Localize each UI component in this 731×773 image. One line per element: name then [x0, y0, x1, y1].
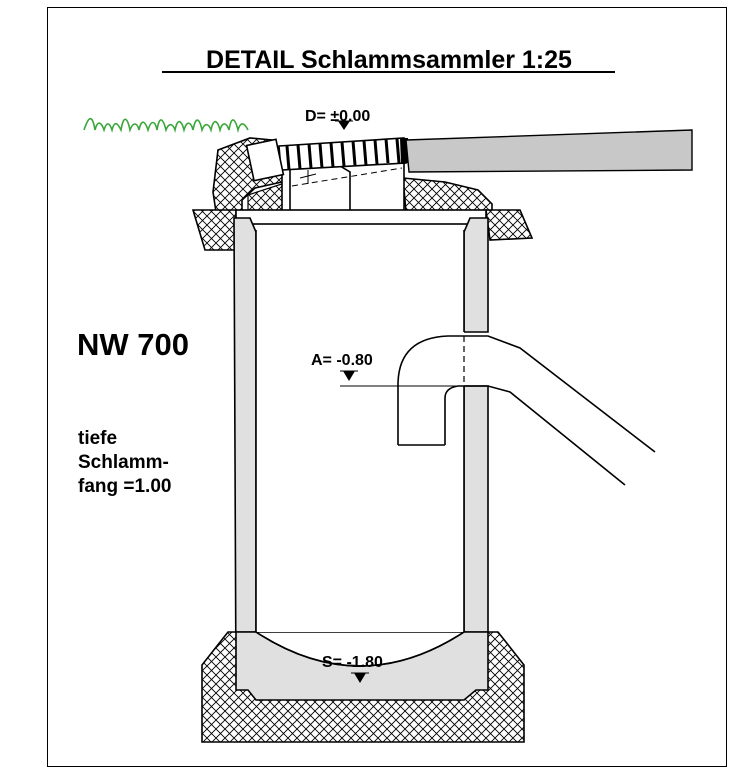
level-label-cover: D= ±0.00: [305, 108, 370, 125]
sump-inner: [256, 230, 464, 632]
paving-slab: [405, 129, 693, 173]
tilted-block: [245, 138, 285, 182]
top-slab: [235, 209, 487, 225]
depth-note-line-1: tiefe: [78, 428, 117, 449]
level-mark-bottom: [351, 672, 369, 683]
level-label-outlet: A= -0.80: [311, 352, 373, 369]
level-label-bottom: S= -1.80: [322, 654, 383, 671]
hidden-line-1: [291, 167, 403, 187]
top-right-surround: [402, 177, 493, 213]
level-mark-cover: [335, 120, 353, 130]
sump-arc: [255, 631, 465, 667]
drawing-title: DETAIL Schlammsammler 1:25: [206, 46, 572, 74]
shaft-wall-right-upper: [463, 217, 489, 333]
grass-symbol: [83, 117, 249, 134]
top-ring-hatch-right: [485, 209, 534, 241]
top-ring-hatch: [191, 209, 237, 251]
depth-note-line-3: fang =1.00: [78, 476, 171, 497]
depth-note-line-2: Schlamm-: [78, 452, 169, 473]
level-mark-outlet: [340, 370, 464, 387]
nominal-width-label: NW 700: [77, 327, 189, 362]
outlet-pipe: [397, 335, 656, 486]
shaft-wall-left: [233, 217, 257, 703]
